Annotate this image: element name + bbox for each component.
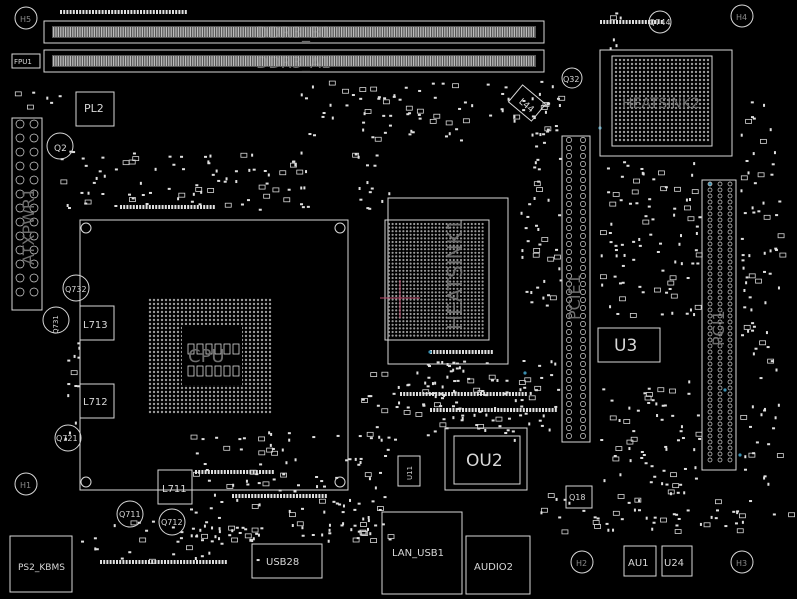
svg-text:Q732: Q732 — [65, 285, 87, 294]
q711-transistor: Q711 — [116, 500, 144, 528]
q731-transistor: Q731 — [42, 306, 70, 334]
svg-text:H4: H4 — [736, 13, 747, 22]
svg-text:H3: H3 — [736, 559, 747, 568]
lan-usb1-connector: LAN_USB1 — [381, 511, 463, 595]
svg-text:Q18: Q18 — [569, 493, 585, 502]
audio2-connector: AUDIO2 — [465, 535, 531, 595]
svg-text:H5: H5 — [20, 15, 31, 24]
l711-inductor: L711 — [157, 469, 193, 505]
svg-text:FPU1: FPU1 — [14, 58, 32, 66]
heatsink2-label: HEATSINK2 — [622, 96, 700, 112]
svg-text:Q2: Q2 — [54, 144, 67, 154]
u3-label: U3 — [614, 336, 637, 356]
svg-text:PL2: PL2 — [84, 102, 104, 115]
ou2-chip: OU2 — [444, 427, 528, 491]
mounting-holes: H1 H2 H3 H4 H5 — [14, 4, 754, 574]
mounting-hole-h5: H5 — [14, 6, 38, 30]
svg-text:PS2_KBMS: PS2_KBMS — [18, 563, 65, 573]
l712-inductor: L712 — [79, 383, 115, 419]
q2-transistor: Q2 — [46, 132, 74, 160]
u3-chip: U3 — [597, 327, 661, 363]
svg-text:Q711: Q711 — [119, 510, 141, 519]
ddr3-b1-slot: DDR3_B1 — [43, 20, 545, 44]
ou2-label: OU2 — [466, 451, 503, 471]
svg-text:Q744: Q744 — [649, 18, 671, 27]
mounting-hole-h4: H4 — [730, 4, 754, 28]
usb28-connector: USB28 — [251, 543, 323, 579]
heatsink1-label: HEATSINK1 — [443, 219, 467, 330]
pcie1-label: PCIE1 — [565, 274, 584, 320]
q732-transistor: Q732 — [62, 274, 90, 302]
pcie1-slot: PCIE1 — [561, 135, 591, 443]
q32-transistor: Q32 — [561, 67, 583, 89]
svg-text:U11: U11 — [406, 466, 414, 480]
fpu1-part: FPU1 — [11, 53, 41, 69]
svg-text:L711: L711 — [162, 484, 187, 495]
cpu-label: CPU — [188, 346, 225, 367]
svg-text:LAN_USB1: LAN_USB1 — [392, 548, 444, 559]
u11-chip: U11 — [397, 455, 421, 487]
pci1-slot: PCI1 — [701, 179, 737, 471]
component-pads — [14, 10, 795, 564]
svg-text:Q721: Q721 — [56, 434, 78, 443]
l713-inductor: L713 — [79, 305, 115, 341]
ps2-kbms-connector: PS2_KBMS — [9, 535, 73, 593]
atxpwr1-label: ATXPWR1 — [19, 188, 38, 265]
svg-text:H1: H1 — [20, 481, 31, 490]
ddr3-a1-slot: DDR3_A1 — [43, 49, 545, 73]
atxpwr1-connector: ATXPWR1 — [11, 117, 43, 311]
svg-text:H2: H2 — [576, 559, 587, 568]
pci1-label: PCI1 — [709, 310, 728, 346]
heatsink1-chipset: HEATSINK1 — [380, 197, 509, 365]
pl2-inductor: PL2 — [75, 91, 115, 127]
svg-text:AU1: AU1 — [628, 558, 649, 569]
mounting-hole-h2: H2 — [570, 550, 594, 574]
au1-chip: AU1 — [623, 545, 657, 577]
heatsink2-chip: HEATSINK2 — [599, 49, 733, 157]
svg-text:AUDIO2: AUDIO2 — [474, 562, 513, 573]
svg-text:Q32: Q32 — [563, 75, 579, 84]
u24-chip: U24 — [661, 545, 693, 577]
svg-text:L713: L713 — [83, 320, 108, 331]
q721-transistor: Q721 — [54, 424, 82, 452]
mounting-hole-h1: H1 — [14, 472, 38, 496]
q712-transistor: Q712 — [158, 508, 186, 536]
svg-text:L712: L712 — [83, 397, 108, 408]
mounting-hole-h3: H3 — [730, 550, 754, 574]
q744-transistor: Q744 — [648, 10, 672, 34]
svg-text:Q712: Q712 — [161, 518, 183, 527]
cpu-socket: CPU — [79, 219, 349, 491]
svg-text:U24: U24 — [664, 558, 684, 569]
svg-text:USB28: USB28 — [266, 557, 299, 568]
q18-transistor: Q18 — [565, 485, 593, 509]
svg-text:Q731: Q731 — [52, 315, 60, 334]
